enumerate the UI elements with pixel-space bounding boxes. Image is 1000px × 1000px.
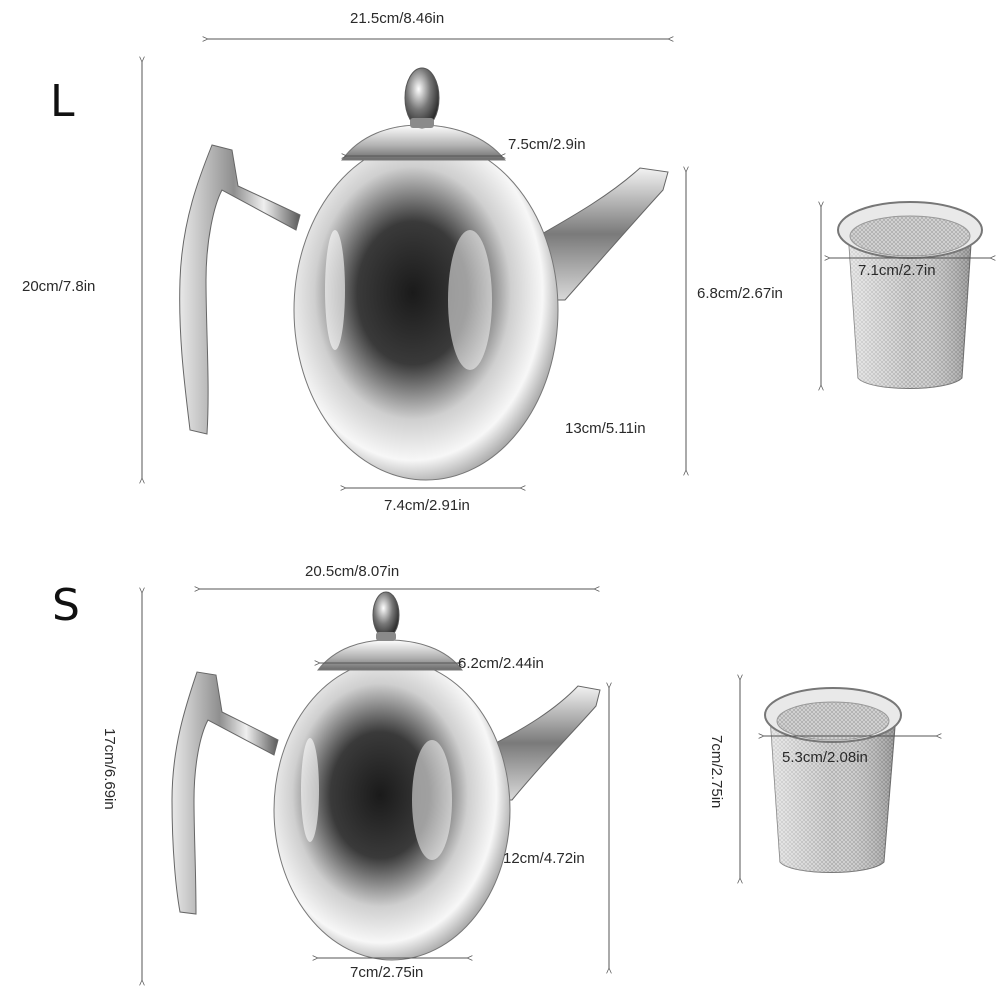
small-overall-width-label: 20.5cm/8.07in (305, 563, 400, 580)
large-infuser (837, 201, 983, 389)
small-lid (316, 639, 463, 671)
large-overall-height-label: 20cm/7.8in (22, 278, 96, 295)
large-teapot (179, 67, 669, 481)
large-dimension-lines (142, 39, 990, 488)
small-spout (491, 685, 601, 801)
large-base-width-label: 7.4cm/2.91in (384, 497, 470, 514)
small-lid-width-label: 6.2cm/2.44in (458, 655, 544, 672)
large-spout (539, 167, 669, 301)
large-infuser-width-label: 7.1cm/2.7in (858, 262, 936, 279)
large-size-letter: L (50, 76, 75, 127)
small-infuser-width-label: 5.3cm/2.08in (782, 749, 868, 766)
small-size-letter: S (52, 580, 80, 631)
large-infuser-height-label: 6.8cm/2.67in (697, 285, 783, 302)
large-body-height-label: 13cm/5.11in (565, 420, 646, 437)
large-overall-width-label: 21.5cm/8.46in (350, 10, 445, 27)
small-base-width-label: 7cm/2.75in (350, 964, 424, 981)
small-handle (171, 671, 279, 915)
large-handle (179, 144, 301, 435)
small-infuser (764, 687, 902, 873)
small-overall-height-label: 17cm/6.69in (101, 728, 118, 810)
small-infuser-height-label: 7cm/2.75in (708, 735, 725, 809)
small-lid-knob (372, 591, 400, 639)
large-lid (341, 124, 507, 161)
small-teapot (171, 591, 601, 961)
large-lid-width-label: 7.5cm/2.9in (508, 136, 586, 153)
small-dimension-lines (142, 589, 936, 980)
small-body-height-label: 12cm/4.72in (503, 850, 585, 867)
